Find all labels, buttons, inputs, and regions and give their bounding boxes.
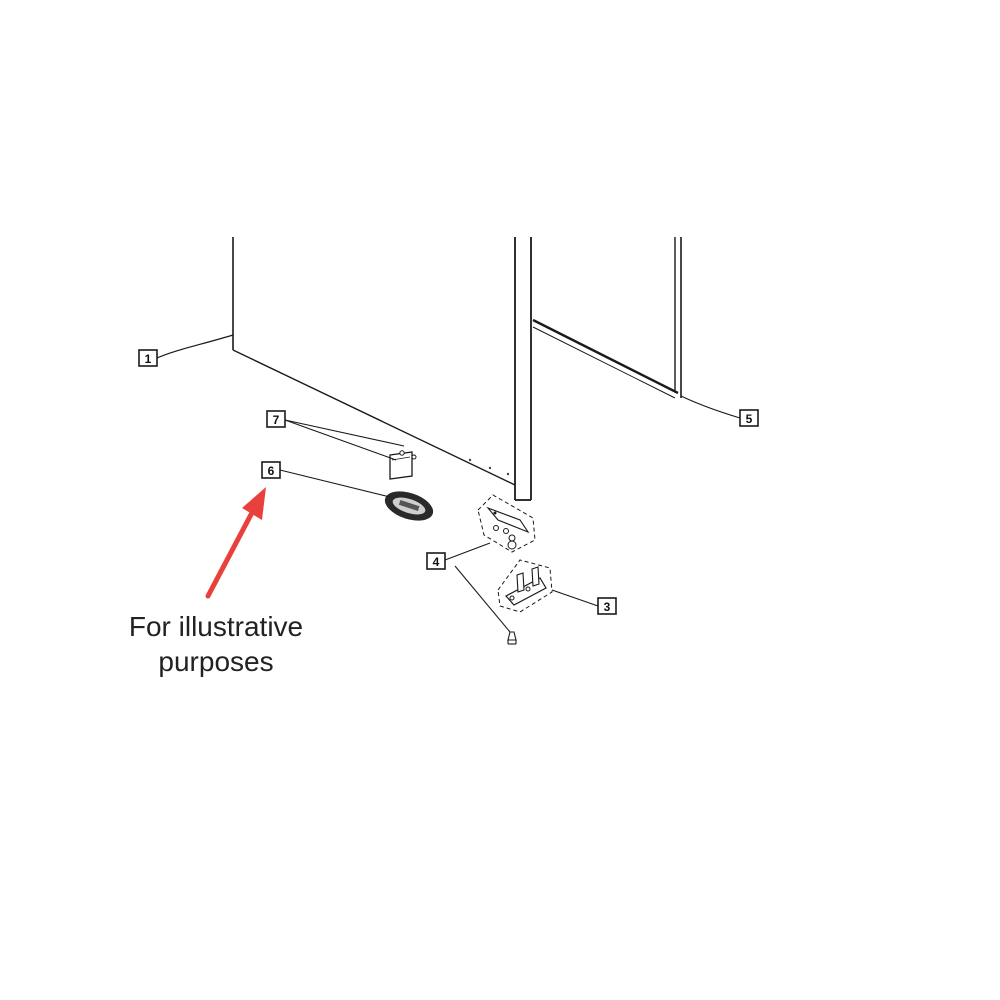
callout-7-label: 7 <box>273 413 280 427</box>
callout-5-label: 5 <box>746 412 753 426</box>
leader-lines <box>156 334 741 633</box>
callout-3-label: 3 <box>604 600 611 614</box>
callout-4: 4 <box>426 552 446 570</box>
callout-4-label: 4 <box>433 555 440 569</box>
note-line-1: For illustrative <box>129 611 303 642</box>
door-panel <box>514 237 532 501</box>
callout-5: 5 <box>739 409 759 427</box>
callout-6: 6 <box>261 461 281 479</box>
clip-part <box>389 450 417 480</box>
callout-1: 1 <box>138 349 158 367</box>
cabinet-side <box>232 237 516 486</box>
note-line-2: purposes <box>158 646 273 677</box>
callout-7: 7 <box>266 410 286 428</box>
hinge-lower <box>497 559 553 613</box>
door-gasket <box>532 237 682 399</box>
oval-badge <box>384 491 434 521</box>
red-arrow-icon <box>205 487 266 599</box>
hinge-bracket-upper <box>477 494 536 553</box>
hinge-pin <box>507 631 517 645</box>
callout-3: 3 <box>597 597 617 615</box>
callout-1-label: 1 <box>145 352 152 366</box>
callout-6-label: 6 <box>268 464 275 478</box>
